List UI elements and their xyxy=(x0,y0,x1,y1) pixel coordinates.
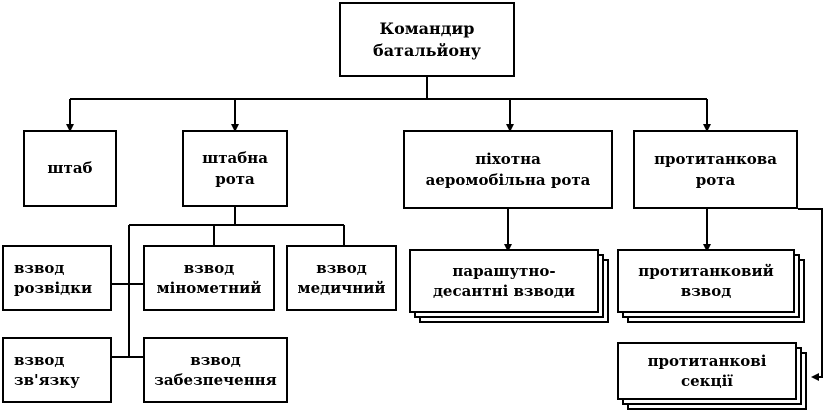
node-signal-platoon-label: взвод зв'язку xyxy=(14,350,80,389)
node-antitank-company: протитанкова рота xyxy=(633,130,798,209)
node-supply-platoon: взвод забезпечення xyxy=(143,337,288,403)
node-antitank-sections-label: протитанкові секції xyxy=(647,351,767,390)
node-infantry-company-label: піхотна аеромобільна рота xyxy=(425,150,591,189)
node-signal-platoon: взвод зв'язку xyxy=(2,337,112,403)
node-antitank-company-label: протитанкова рота xyxy=(654,150,777,189)
node-paratrooper-platoons: парашутно- десантні взводи xyxy=(409,249,599,313)
node-mortar-platoon: взвод мінометний xyxy=(143,245,275,311)
node-hq-label: штаб xyxy=(47,159,93,178)
node-supply-platoon-label: взвод забезпечення xyxy=(154,350,277,389)
node-mortar-platoon-label: взвод мінометний xyxy=(156,258,262,297)
node-hq-company: штабна рота xyxy=(182,130,288,207)
node-antitank-platoon: протитанковий взвод xyxy=(617,249,795,313)
node-medical-platoon: взвод медичний xyxy=(286,245,397,311)
node-antitank-sections: протитанкові секції xyxy=(617,342,797,400)
connector-antitank-sections xyxy=(798,208,823,381)
node-hq-company-label: штабна рота xyxy=(202,149,268,188)
node-antitank-platoon-label: протитанковий взвод xyxy=(638,261,774,300)
node-hq: штаб xyxy=(23,130,117,207)
node-infantry-company: піхотна аеромобільна рота xyxy=(403,130,613,209)
node-recon-platoon: взвод розвідки xyxy=(2,245,112,311)
node-commander-label: Командир батальйону xyxy=(373,18,481,60)
node-recon-platoon-label: взвод розвідки xyxy=(14,258,93,297)
node-paratrooper-platoons-label: парашутно- десантні взводи xyxy=(432,261,576,300)
node-medical-platoon-label: взвод медичний xyxy=(297,258,386,297)
node-commander: Командир батальйону xyxy=(339,2,515,77)
